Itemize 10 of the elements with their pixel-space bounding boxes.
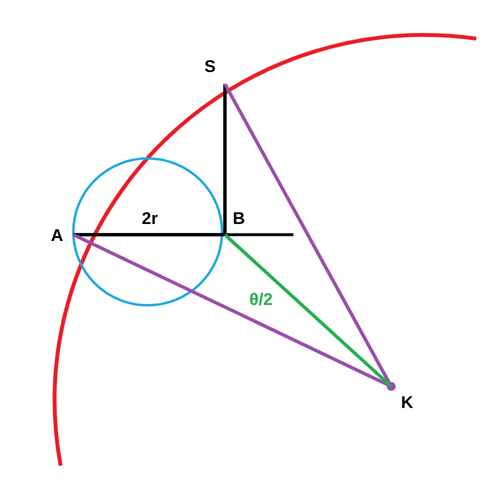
line-segment — [73, 233, 225, 236]
line-segment — [224, 233, 392, 388]
point-label: K — [400, 394, 414, 412]
point-label: A — [50, 227, 64, 244]
point-label: S — [204, 58, 216, 75]
angle-label: θ/2 — [249, 291, 273, 308]
length-label: 2r — [142, 210, 158, 227]
line-segment — [72, 233, 396, 391]
point-label: B — [232, 210, 246, 227]
line-segment — [223, 84, 227, 235]
